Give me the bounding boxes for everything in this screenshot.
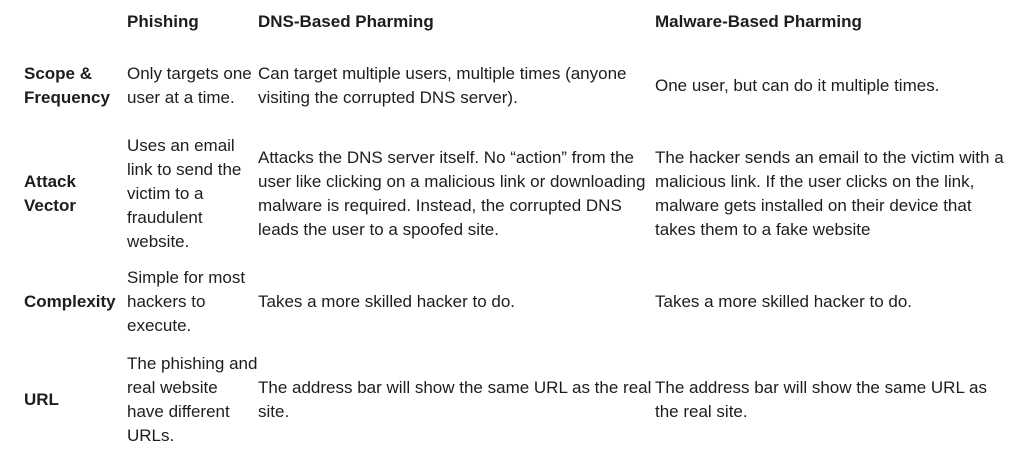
header-empty-cell <box>24 8 127 38</box>
cell-dns-pharming: Attacks the DNS server itself. No “actio… <box>258 148 646 239</box>
cell-phishing: Uses an email link to send the victim to… <box>127 136 242 251</box>
table-row: Complexity Simple for most hackers to ex… <box>24 254 1005 350</box>
row-label-url: URL <box>24 390 59 409</box>
cell-malware-pharming: One user, but can do it multiple times. <box>655 76 940 95</box>
comparison-table: Phishing DNS-Based Pharming Malware-Base… <box>24 8 1005 450</box>
header-row: Phishing DNS-Based Pharming Malware-Base… <box>24 8 1005 38</box>
row-label-scope-frequency: Scope & Frequency <box>24 64 110 107</box>
row-label-attack-vector: Attack Vector <box>24 172 76 215</box>
table-row: URL The phishing and real website have d… <box>24 350 1005 450</box>
cell-phishing: Only targets one user at a time. <box>127 64 252 107</box>
cell-dns-pharming: Takes a more skilled hacker to do. <box>258 292 516 311</box>
cell-malware-pharming: The hacker sends an email to the victim … <box>655 148 1004 239</box>
header-dns-based-pharming: DNS-Based Pharming <box>258 12 434 31</box>
cell-malware-pharming: Takes a more skilled hacker to do. <box>655 292 913 311</box>
cell-dns-pharming: Can target multiple users, multiple time… <box>258 64 627 107</box>
cell-phishing: The phishing and real website have diffe… <box>127 354 258 445</box>
header-malware-based-pharming: Malware-Based Pharming <box>655 12 862 31</box>
cell-dns-pharming: The address bar will show the same URL a… <box>258 378 652 421</box>
table-row: Attack Vector Uses an email link to send… <box>24 134 1005 254</box>
cell-malware-pharming: The address bar will show the same URL a… <box>655 378 987 421</box>
header-phishing: Phishing <box>127 12 199 31</box>
cell-phishing: Simple for most hackers to execute. <box>127 268 246 335</box>
row-label-complexity: Complexity <box>24 292 116 311</box>
table-row: Scope & Frequency Only targets one user … <box>24 38 1005 134</box>
